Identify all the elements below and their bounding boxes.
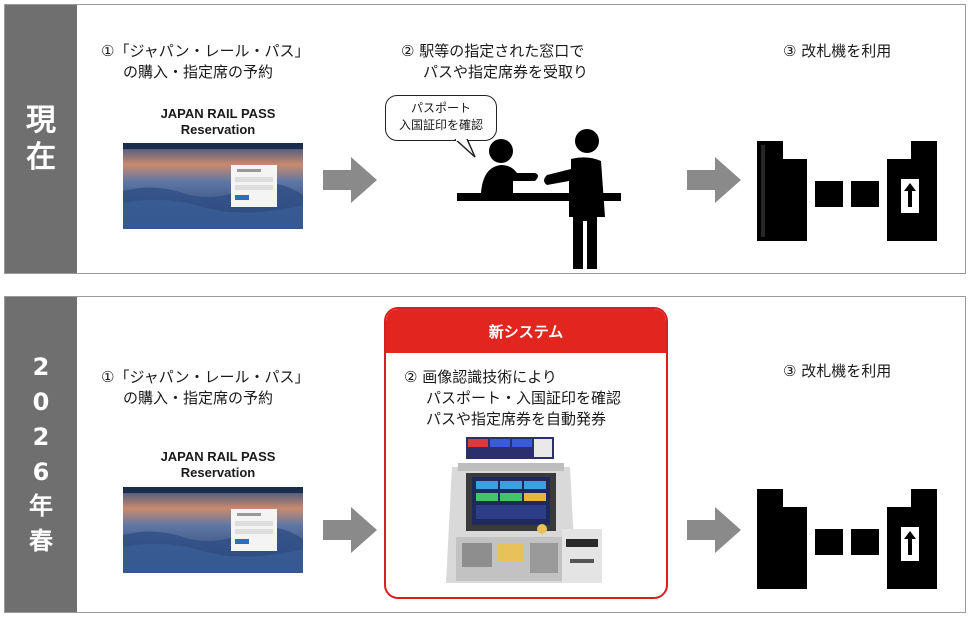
bubble-line2: 入国証印を確認 (398, 118, 483, 132)
right-arrow-icon (687, 157, 741, 203)
step2-line2: パスや指定席券を受取り (423, 63, 589, 81)
side-char: 現 (26, 102, 56, 138)
current-side-label: 現 在 (5, 5, 77, 273)
side-char: 在 (26, 140, 56, 175)
right-arrow-icon (323, 507, 377, 553)
side-char: 年 (29, 492, 53, 521)
right-arrow-icon (323, 157, 377, 203)
future-step2-text: ② 画像認識技術により パスポート・入国証印を確認 パスや指定席券を自動発券 (404, 367, 621, 430)
new-system-box: 新システム ② 画像認識技術により パスポート・入国証印を確認 パスや指定席券を… (384, 307, 668, 599)
step2-line3: パスや指定席券を自動発券 (426, 410, 607, 428)
step1-line2: の購入・指定席の予約 (123, 389, 274, 407)
step2-line1: ② 画像認識技術により (404, 368, 557, 386)
side-char: 春 (29, 527, 53, 556)
website-screenshot-icon (123, 487, 303, 573)
new-system-title: 新システム (386, 309, 666, 353)
step1-line2: の購入・指定席の予約 (123, 63, 274, 81)
ticket-gate-icon (757, 489, 937, 589)
speech-bubble-icon: パスポート 入国証印を確認 (385, 95, 497, 141)
current-step2-text: ② 駅等の指定された窓口で パスや指定席券を受取り (401, 41, 588, 83)
jrp-title-line1: JAPAN RAIL PASS (160, 106, 276, 121)
bubble-line1: パスポート (410, 101, 471, 115)
future-step3-text: ③ 改札機を利用 (783, 362, 892, 380)
future-step1-text: ①「ジャパン・レール・パス」 の購入・指定席の予約 (101, 367, 309, 409)
step1-line1: ①「ジャパン・レール・パス」 (101, 42, 310, 60)
side-char: 2 (32, 422, 50, 451)
step2-line2: パスポート・入国証印を確認 (426, 389, 622, 407)
future-panel: 2 0 2 6 年 春 ①「ジャパン・レール・パス」 の購入・指定席の予約 JA… (4, 296, 966, 613)
step1-line1: ①「ジャパン・レール・パス」 (101, 368, 310, 386)
current-panel: 現 在 ①「ジャパン・レール・パス」 の購入・指定席の予約 JAPAN RAIL… (4, 4, 966, 274)
side-char: 2 (32, 353, 50, 382)
current-step1-text: ①「ジャパン・レール・パス」 の購入・指定席の予約 (101, 41, 309, 83)
step2-line1: ② 駅等の指定された窓口で (401, 42, 585, 60)
website-screenshot-icon (123, 143, 303, 229)
side-char: 0 (32, 387, 50, 416)
ticket-gate-icon (757, 141, 937, 241)
ticket-counter-people-icon (457, 129, 621, 269)
ticket-machine-photo-icon (446, 437, 602, 583)
right-arrow-icon (687, 507, 741, 553)
jrp-title-line2: Reservation (180, 465, 256, 480)
current-jrp-title: JAPAN RAIL PASS Reservation (123, 106, 313, 138)
side-char: 6 (32, 457, 50, 486)
current-step3-text: ③ 改札機を利用 (783, 42, 892, 60)
speech-bubble-tail-icon (454, 139, 476, 158)
future-side-label: 2 0 2 6 年 春 (5, 297, 77, 612)
future-jrp-title: JAPAN RAIL PASS Reservation (123, 449, 313, 481)
jrp-title-line1: JAPAN RAIL PASS (160, 449, 276, 464)
jrp-title-line2: Reservation (180, 122, 256, 137)
